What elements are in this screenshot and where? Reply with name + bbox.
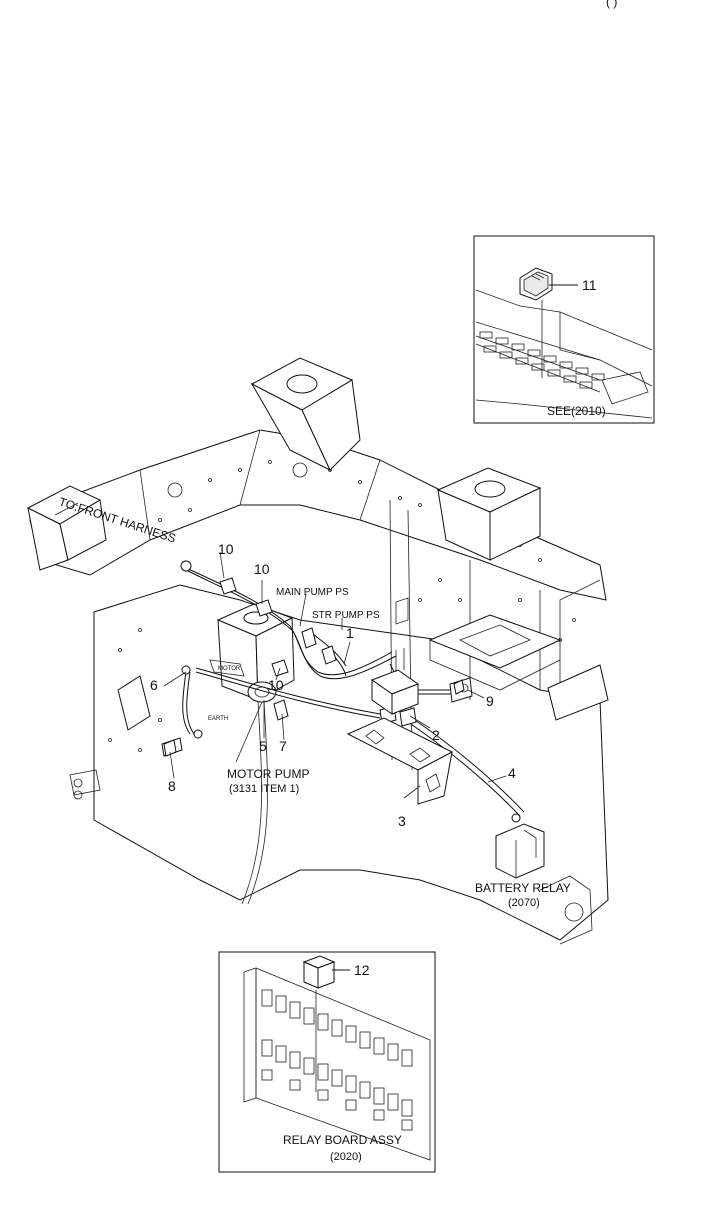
- callout-7: 7: [279, 738, 287, 754]
- label-motor-pump: MOTOR PUMP: [227, 767, 309, 781]
- callout-2: 2: [432, 727, 440, 743]
- callout-10-a: 10: [218, 541, 234, 557]
- dashboard-surface: [475, 289, 653, 419]
- callout-5: 5: [259, 738, 267, 754]
- callout-10-c: 10: [268, 677, 284, 693]
- rocker-switch-icon: [519, 267, 553, 301]
- earth-tag: EARTH: [208, 716, 228, 722]
- inset-relay-frame: [218, 951, 436, 1173]
- relay-board: [243, 967, 431, 1161]
- callout-10-b: 10: [254, 561, 270, 577]
- callout-4: 4: [508, 765, 516, 781]
- callout-3: 3: [398, 813, 406, 829]
- label-battery-relay-ref: (2070): [508, 897, 540, 909]
- label-str-pump-ps: STR PUMP PS: [312, 610, 380, 621]
- leader-lines: [163, 551, 507, 799]
- callout-11: 11: [582, 277, 597, 293]
- callout-9: 9: [486, 693, 494, 709]
- page-mark: ( ): [606, 0, 617, 9]
- callout-1: 1: [346, 625, 354, 641]
- motor-tag: MOTOR: [218, 666, 241, 672]
- inset-relay-panel: 12 RELAY BOARD ASSY (2020): [218, 951, 436, 1173]
- inset-switch-frame: [473, 235, 655, 424]
- wire-harness: [161, 560, 545, 879]
- inset-relay-reference: (2020): [330, 1151, 362, 1163]
- label-battery-relay: BATTERY RELAY: [475, 881, 571, 895]
- callout-8: 8: [168, 778, 176, 794]
- callout-numbers: 1 2 3 4 5 6 7 8 9 10 10 10: [150, 541, 516, 829]
- callout-6: 6: [150, 677, 158, 693]
- callout-12: 12: [354, 962, 370, 978]
- inset-relay-title: RELAY BOARD ASSY: [283, 1133, 402, 1147]
- label-motor-pump-ref: (3131 ITEM 1): [229, 783, 299, 795]
- inset-switch-panel: 11 SEE(2010): [473, 235, 655, 424]
- label-main-pump-ps: MAIN PUMP PS: [276, 587, 349, 598]
- relay-icon: [302, 955, 336, 989]
- inset-switch-reference: SEE(2010): [547, 404, 606, 418]
- motor-pump: MOTOR EARTH: [208, 603, 295, 722]
